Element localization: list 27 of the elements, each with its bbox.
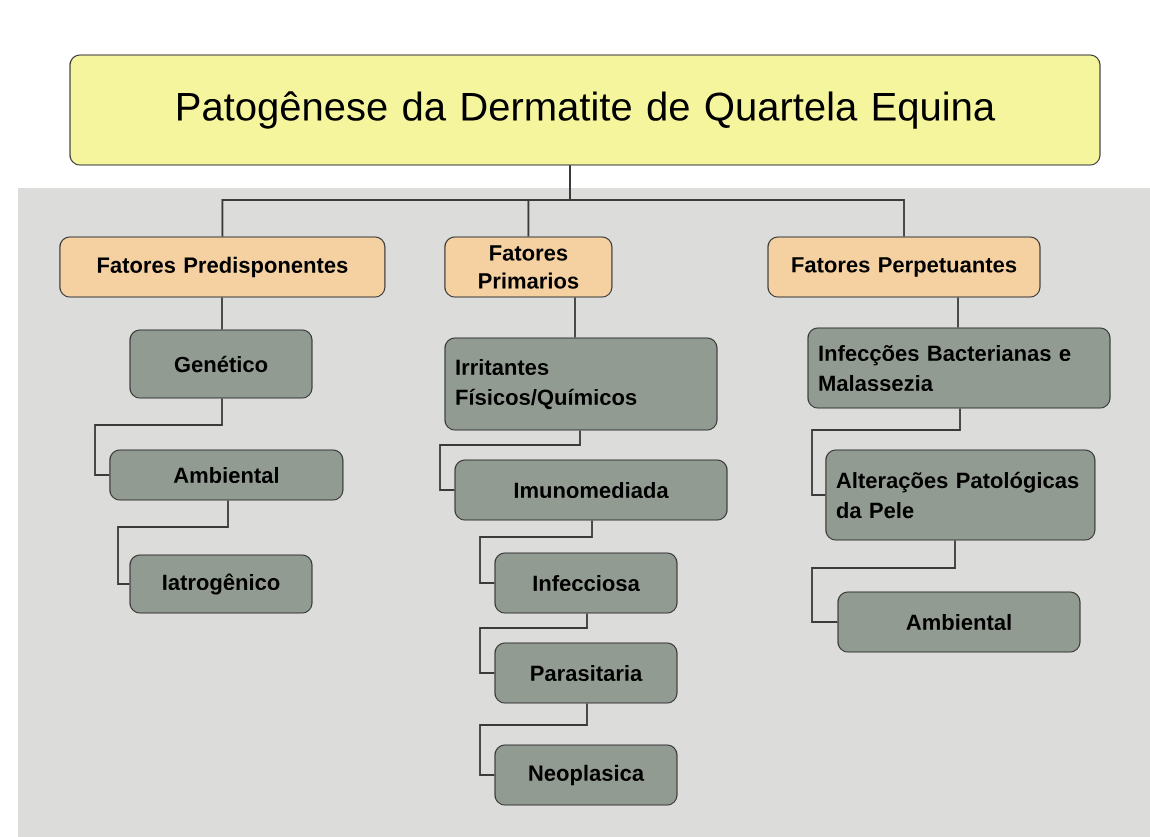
connector-line	[439, 429, 581, 491]
factor-box: Imunomediada	[454, 459, 728, 521]
category-box: Fatores Predisponentes	[59, 236, 386, 298]
factor-box: Ambiental	[837, 591, 1081, 653]
factor-box: Irritantes Físicos/Químicos	[444, 337, 718, 431]
connector-line	[94, 397, 223, 476]
connector-line	[811, 539, 956, 623]
connector-line	[574, 296, 576, 339]
connector-line	[117, 499, 229, 585]
connector-line	[479, 702, 588, 776]
connector-line	[957, 296, 959, 329]
factor-box: Parasitaria	[494, 642, 678, 704]
category-box: Fatores Perpetuantes	[767, 236, 1041, 298]
factor-box: Genético	[129, 329, 313, 399]
category-box: Fatores Primarios	[444, 236, 613, 298]
connector-line	[569, 164, 905, 238]
factor-box: Iatrogênico	[129, 554, 313, 614]
factor-box: Infecciosa	[494, 552, 678, 614]
title-box: Patogênese da Dermatite de Quartela Equina	[69, 54, 1101, 166]
factor-box: Ambiental	[109, 449, 344, 501]
factor-box: Infecções Bacterianas e Malassezia	[807, 327, 1111, 409]
factor-box: Alterações Patológicas da Pele	[825, 449, 1096, 541]
connector-line	[479, 519, 593, 584]
connector-line	[811, 407, 961, 496]
connector-line	[479, 612, 588, 674]
factor-box: Neoplasica	[494, 744, 678, 806]
connector-line	[221, 296, 223, 331]
